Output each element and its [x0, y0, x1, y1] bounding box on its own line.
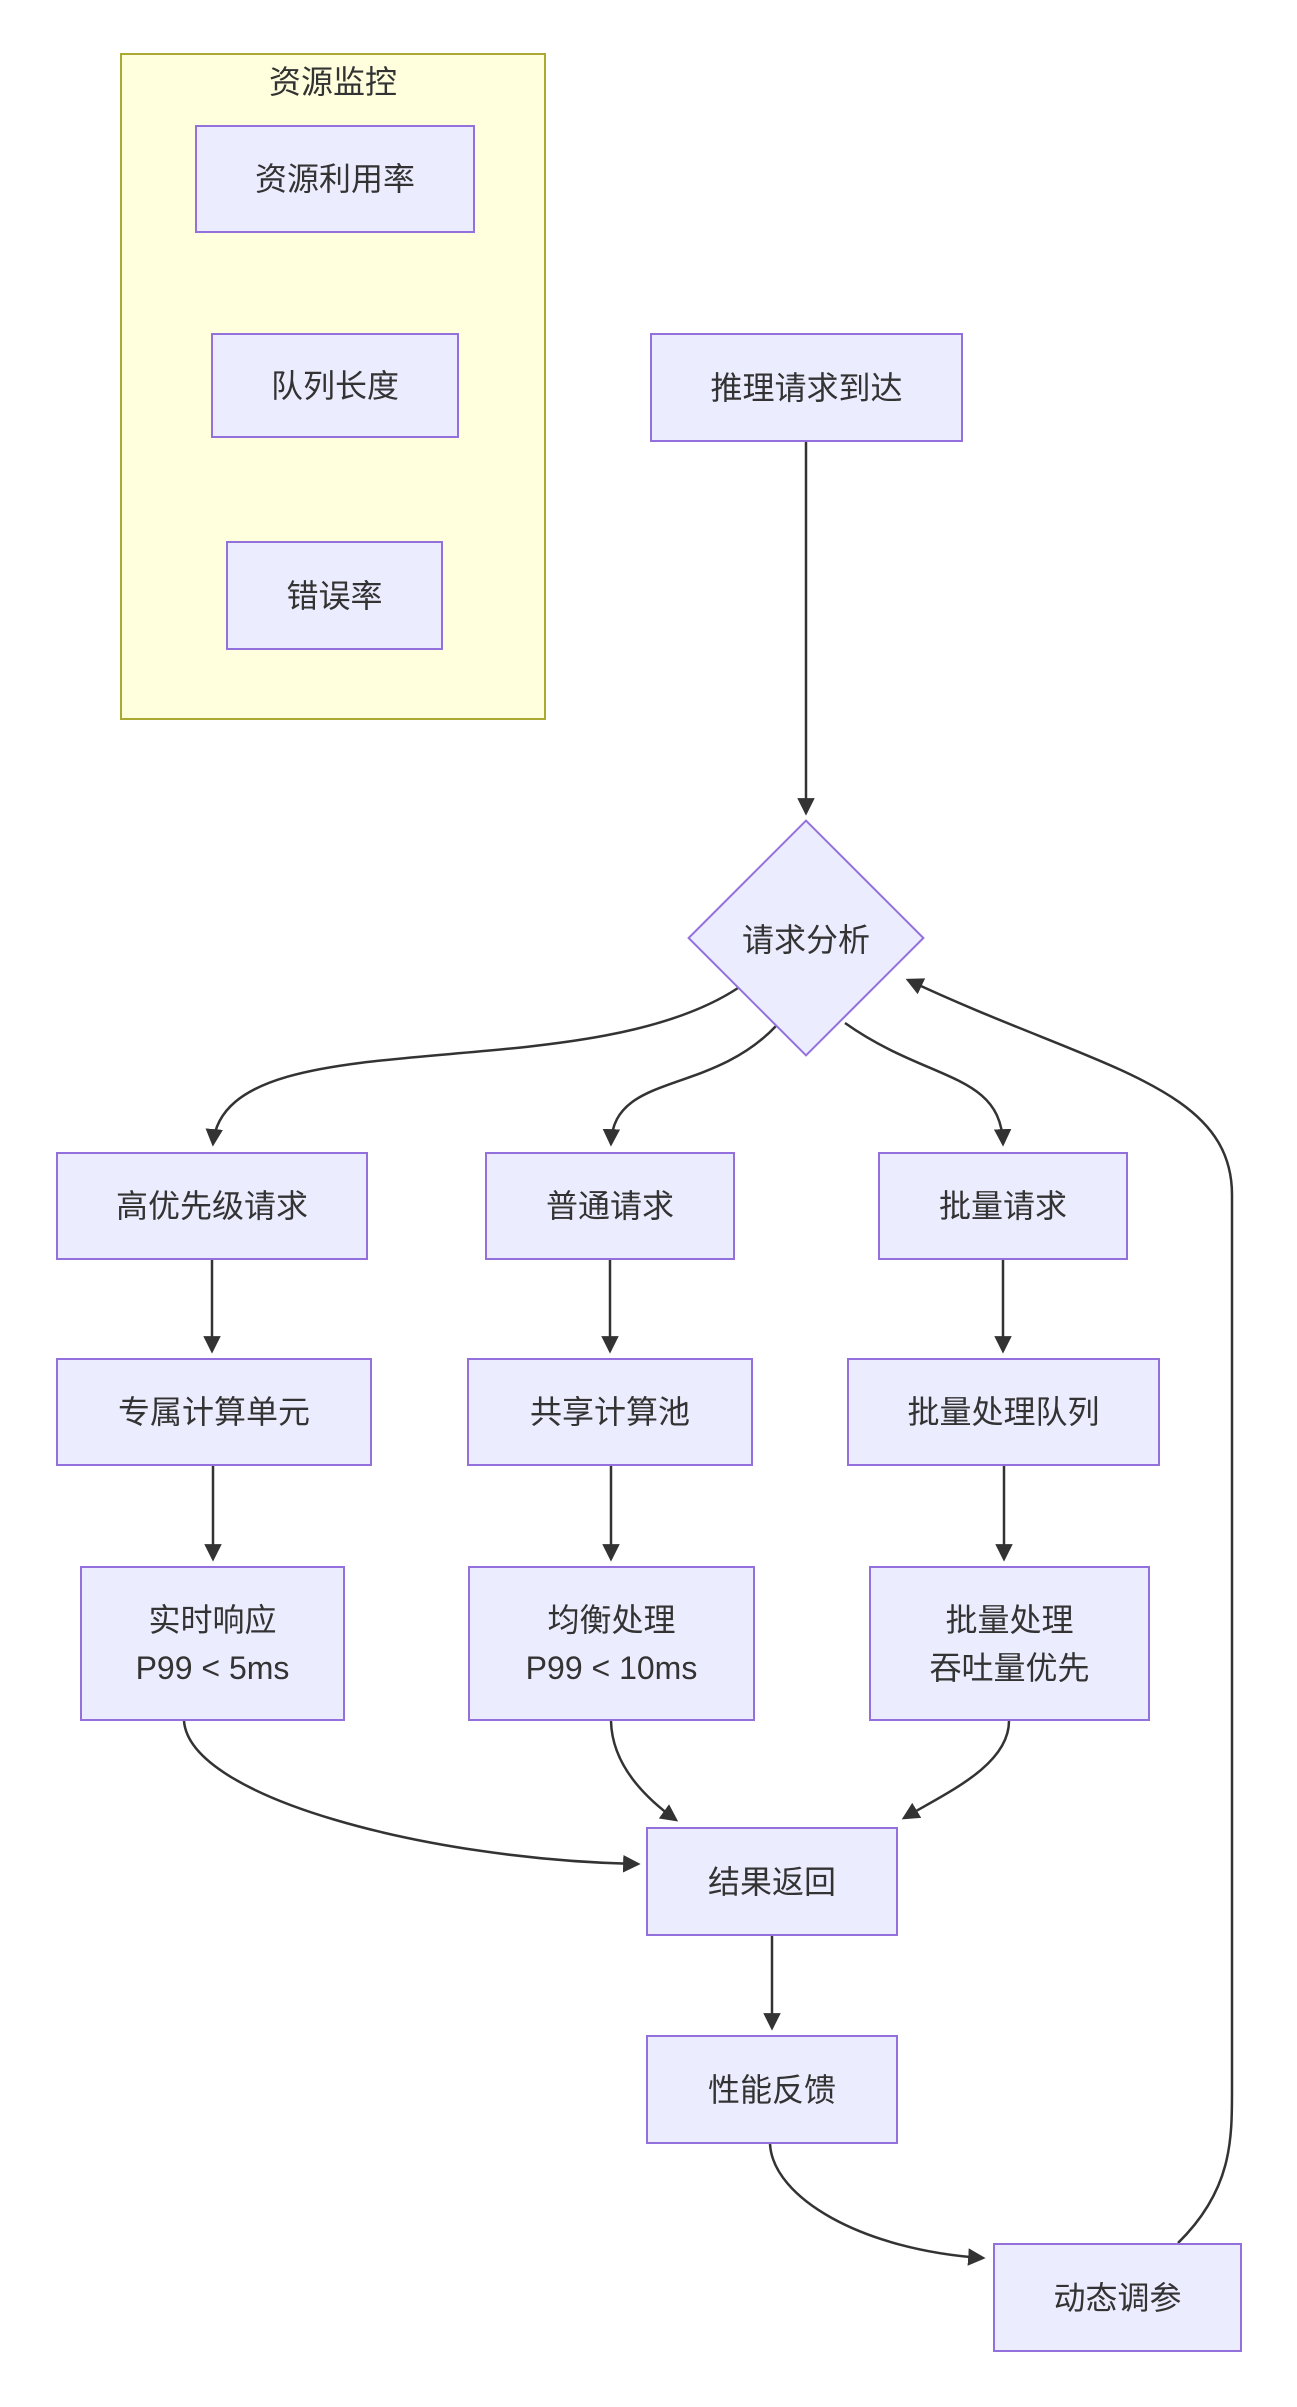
node-label: 专属计算单元 [117, 1394, 310, 1430]
edge-balanced-result [609, 1720, 679, 1822]
node-performance-feedback: 性能反馈 [646, 2035, 898, 2144]
node-shared-compute-pool: 共享计算池 [467, 1358, 753, 1466]
edge-analyze-normal-request [602, 1025, 777, 1147]
edge-throughput-result [901, 1720, 1011, 1820]
node-queue-length: 队列长度 [211, 333, 459, 438]
edge-realtime-result [182, 1720, 641, 1873]
node-label: 共享计算池 [529, 1394, 690, 1430]
node-label-line1: 实时响应 [148, 1601, 277, 1638]
node-label: 队列长度 [270, 367, 399, 404]
node-batch-throughput-priority: 批量处理 吞吐量优先 [869, 1566, 1150, 1721]
node-error-rate: 错误率 [226, 541, 443, 650]
node-label: 资源利用率 [254, 161, 415, 197]
edge-perf-feedback-tuning [768, 2143, 986, 2266]
node-inference-request-arrives: 推理请求到达 [650, 333, 963, 442]
edge-tuning-analyze [905, 978, 1234, 2244]
node-label: 请求分析 [741, 922, 870, 958]
node-label: 批量请求 [938, 1188, 1067, 1224]
node-label-line2: P99 < 10ms [525, 1649, 698, 1686]
node-label-line1: 均衡处理 [547, 1601, 676, 1638]
node-batch-request: 批量请求 [878, 1152, 1128, 1260]
node-label: 高优先级请求 [115, 1188, 308, 1224]
node-label: 结果返回 [707, 1863, 836, 1900]
edge-analyze-batch-request [844, 1021, 1012, 1147]
node-normal-request: 普通请求 [485, 1152, 735, 1260]
node-batch-processing-queue: 批量处理队列 [847, 1358, 1160, 1466]
edge-analyze-high-priority [205, 986, 739, 1147]
node-label-line2: 吞吐量优先 [929, 1649, 1090, 1686]
node-label-line2: P99 < 5ms [135, 1649, 290, 1686]
subgraph-title: 资源监控 [268, 64, 397, 100]
node-balanced-processing: 均衡处理 P99 < 10ms [468, 1566, 755, 1721]
node-result-return: 结果返回 [646, 1827, 898, 1936]
node-label: 普通请求 [545, 1188, 674, 1224]
node-label: 推理请求到达 [710, 369, 903, 406]
node-resource-utilization: 资源利用率 [195, 125, 475, 233]
decision-request-analysis: 请求分析 [687, 914, 925, 962]
node-label: 批量处理队列 [907, 1394, 1100, 1430]
node-realtime-response: 实时响应 P99 < 5ms [80, 1566, 345, 1721]
node-dynamic-tuning: 动态调参 [993, 2243, 1242, 2352]
node-label: 动态调参 [1053, 2279, 1182, 2316]
node-label: 性能反馈 [707, 2071, 836, 2108]
node-label-line1: 批量处理 [945, 1601, 1074, 1638]
node-dedicated-compute-unit: 专属计算单元 [56, 1358, 372, 1466]
node-high-priority-request: 高优先级请求 [56, 1152, 368, 1260]
node-label: 错误率 [286, 577, 383, 614]
